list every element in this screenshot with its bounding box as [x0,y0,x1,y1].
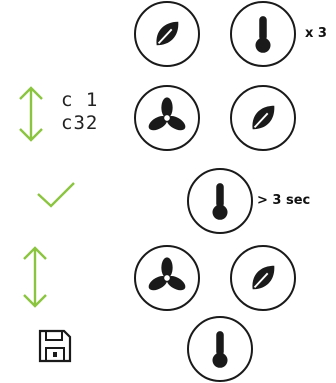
leaf-button[interactable] [230,245,296,311]
leaf-button[interactable] [230,85,296,151]
code-display-2: c32 [61,112,99,134]
up-down-arrow-icon [23,246,47,308]
thermometer-icon [212,183,228,220]
thermometer-button[interactable] [230,1,296,67]
leaf-button[interactable] [134,1,200,67]
thermometer-button[interactable] [187,168,253,234]
up-down-arrow-icon [19,86,43,142]
floppy-save-icon [38,329,72,363]
fan-icon [148,97,186,131]
thermometer-button[interactable] [187,316,253,382]
fan-button[interactable] [134,85,200,151]
fan-icon [148,257,186,291]
thermometer-icon [212,331,228,368]
thermometer-icon [255,16,271,53]
check-icon [37,182,75,208]
hold-duration-label: > 3 sec [257,193,311,208]
fan-button[interactable] [134,245,200,311]
repeat-label: x 3 [305,26,327,41]
leaf-icon [156,21,179,46]
leaf-icon [252,105,275,130]
leaf-icon [252,265,275,290]
code-display-1: c 1 [61,89,99,111]
